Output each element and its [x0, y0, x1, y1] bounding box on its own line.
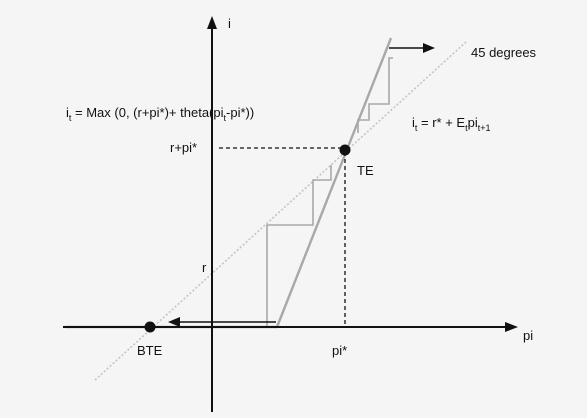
bte-point [144, 321, 156, 333]
x-axis-arrowhead [505, 322, 518, 332]
taylor-rule-label: it = Max (0, (r+pi*)+ theta(pit-pi*)) [66, 105, 254, 123]
staircase-upper [357, 57, 393, 133]
target-inflation-tick-label: pi* [332, 343, 347, 358]
taylor-rule-curve [65, 37, 393, 329]
fisher-i: i [412, 115, 415, 130]
r-tick-label: r [202, 260, 207, 275]
left-arrow-head [168, 317, 180, 327]
target-rate-tick-label: r+pi* [170, 140, 197, 155]
y-axis-label: i [228, 16, 231, 31]
te-label: TE [357, 163, 374, 178]
fisher-t1-sub: t+1 [478, 123, 491, 133]
fisher-rest-2: pi [468, 115, 478, 130]
fisher-t-sub: t [415, 123, 418, 133]
rule-i: i [66, 105, 69, 120]
forty-five-degrees-label: 45 degrees [471, 45, 537, 60]
staircase-lower [266, 165, 332, 327]
fisher-rest-1: = r* + E [417, 115, 465, 130]
rule-rest-2: -pi*)) [226, 105, 254, 120]
rule-t-sub: t [69, 113, 72, 123]
te-point [339, 144, 351, 156]
bte-label: BTE [137, 343, 163, 358]
fisher-t-sub-2: t [465, 123, 468, 133]
fisher-relation-label: it = r* + Etpit+1 [412, 115, 491, 133]
rule-rest-1: = Max (0, (r+pi*)+ theta(pi [71, 105, 223, 120]
y-axis-arrowhead [207, 16, 217, 29]
rule-t-sub-2: t [224, 113, 227, 123]
x-axis-label: pi [523, 328, 533, 343]
right-arrow-head [423, 43, 435, 53]
